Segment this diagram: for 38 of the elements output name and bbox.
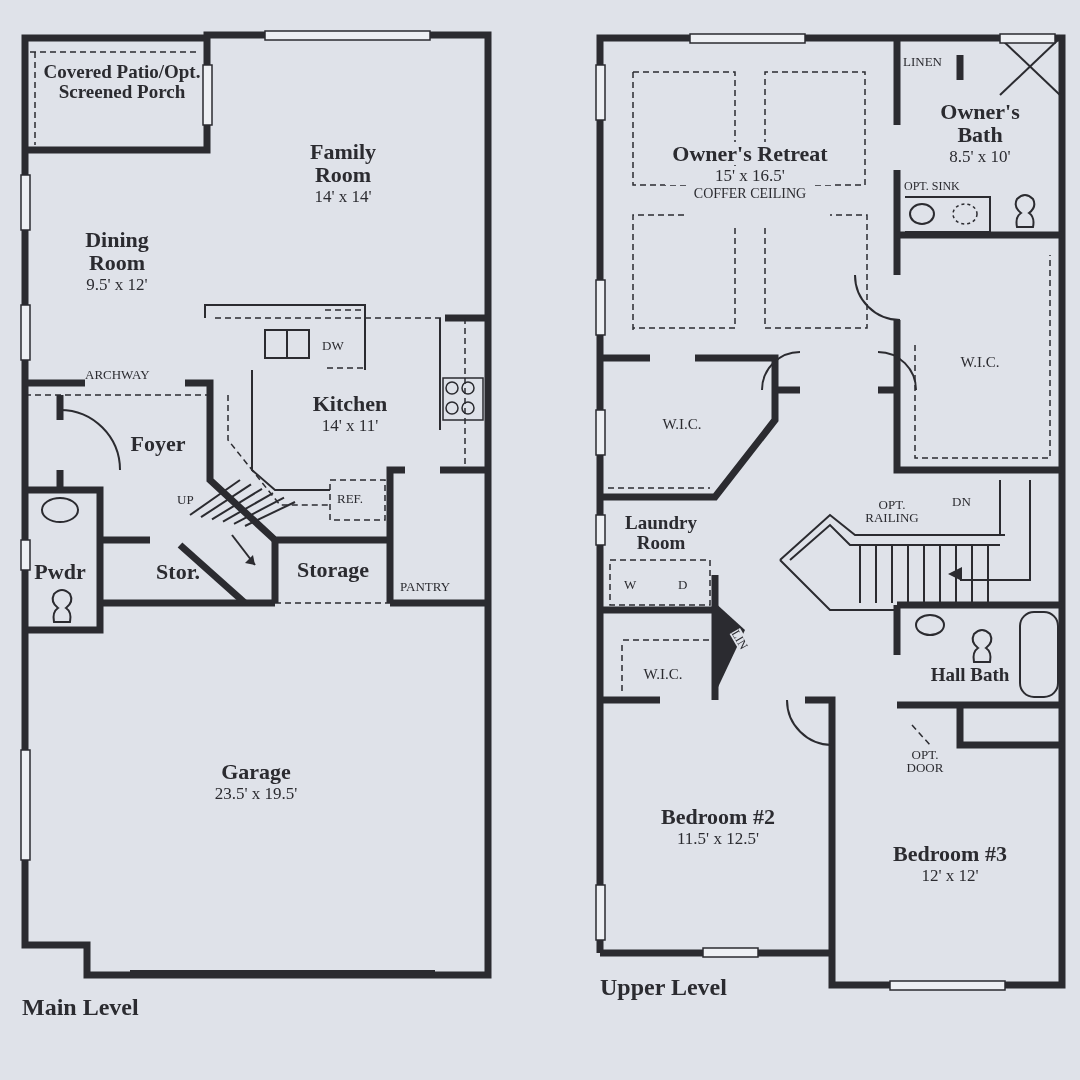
- room-name: Foyer: [129, 432, 187, 456]
- room-name: Pwdr: [33, 560, 87, 584]
- plan-note: PANTRY: [400, 580, 451, 593]
- room-name: W.I.C.: [642, 667, 684, 683]
- plan-note: W: [624, 578, 637, 591]
- room-name: Kitchen: [311, 392, 389, 416]
- plan-note: UP: [177, 493, 194, 506]
- room-name: Storage: [295, 558, 371, 582]
- plan-note: REF.: [337, 492, 364, 505]
- room-dimensions: 23.5' x 19.5': [213, 785, 299, 803]
- room-name: Family Room: [309, 140, 377, 187]
- plan-note: LINEN: [903, 55, 942, 68]
- level-title: Main Level: [22, 995, 139, 1019]
- plan-note: OPT. RAILING: [864, 498, 920, 524]
- room-dimensions: 9.5' x 12': [85, 276, 149, 295]
- room-name: Hall Bath: [929, 665, 1011, 685]
- level-title: Upper Level: [600, 975, 727, 999]
- room-name: Dining Room: [84, 228, 150, 275]
- room-dimensions: 11.5' x 12.5': [676, 830, 760, 848]
- plan-note: DN: [952, 495, 971, 508]
- room-name: Covered Patio/Opt. Screened Porch: [42, 62, 202, 102]
- room-name: Laundry Room: [624, 513, 698, 553]
- plan-note: DW: [322, 339, 344, 352]
- room-dimensions: 8.5' x 10': [948, 148, 1012, 167]
- room-dimensions: 14' x 11': [320, 417, 380, 435]
- room-dimensions: 14' x 14': [313, 188, 373, 207]
- room-name: W.I.C.: [661, 417, 703, 433]
- room-dimensions: 12' x 12': [920, 867, 980, 885]
- room-name: Stor.: [155, 560, 201, 584]
- plan-note: D: [678, 578, 688, 591]
- room-name: Bedroom #2: [660, 805, 776, 829]
- plan-note: ARCHWAY: [85, 368, 150, 381]
- plan-note: OPT. DOOR: [905, 748, 945, 774]
- room-name: Owner's Bath: [939, 100, 1021, 147]
- room-name: Garage: [220, 760, 292, 784]
- room-name: W.I.C.: [959, 355, 1001, 371]
- room-name: Bedroom #3: [892, 842, 1008, 866]
- plan-note: OPT. SINK: [904, 180, 960, 192]
